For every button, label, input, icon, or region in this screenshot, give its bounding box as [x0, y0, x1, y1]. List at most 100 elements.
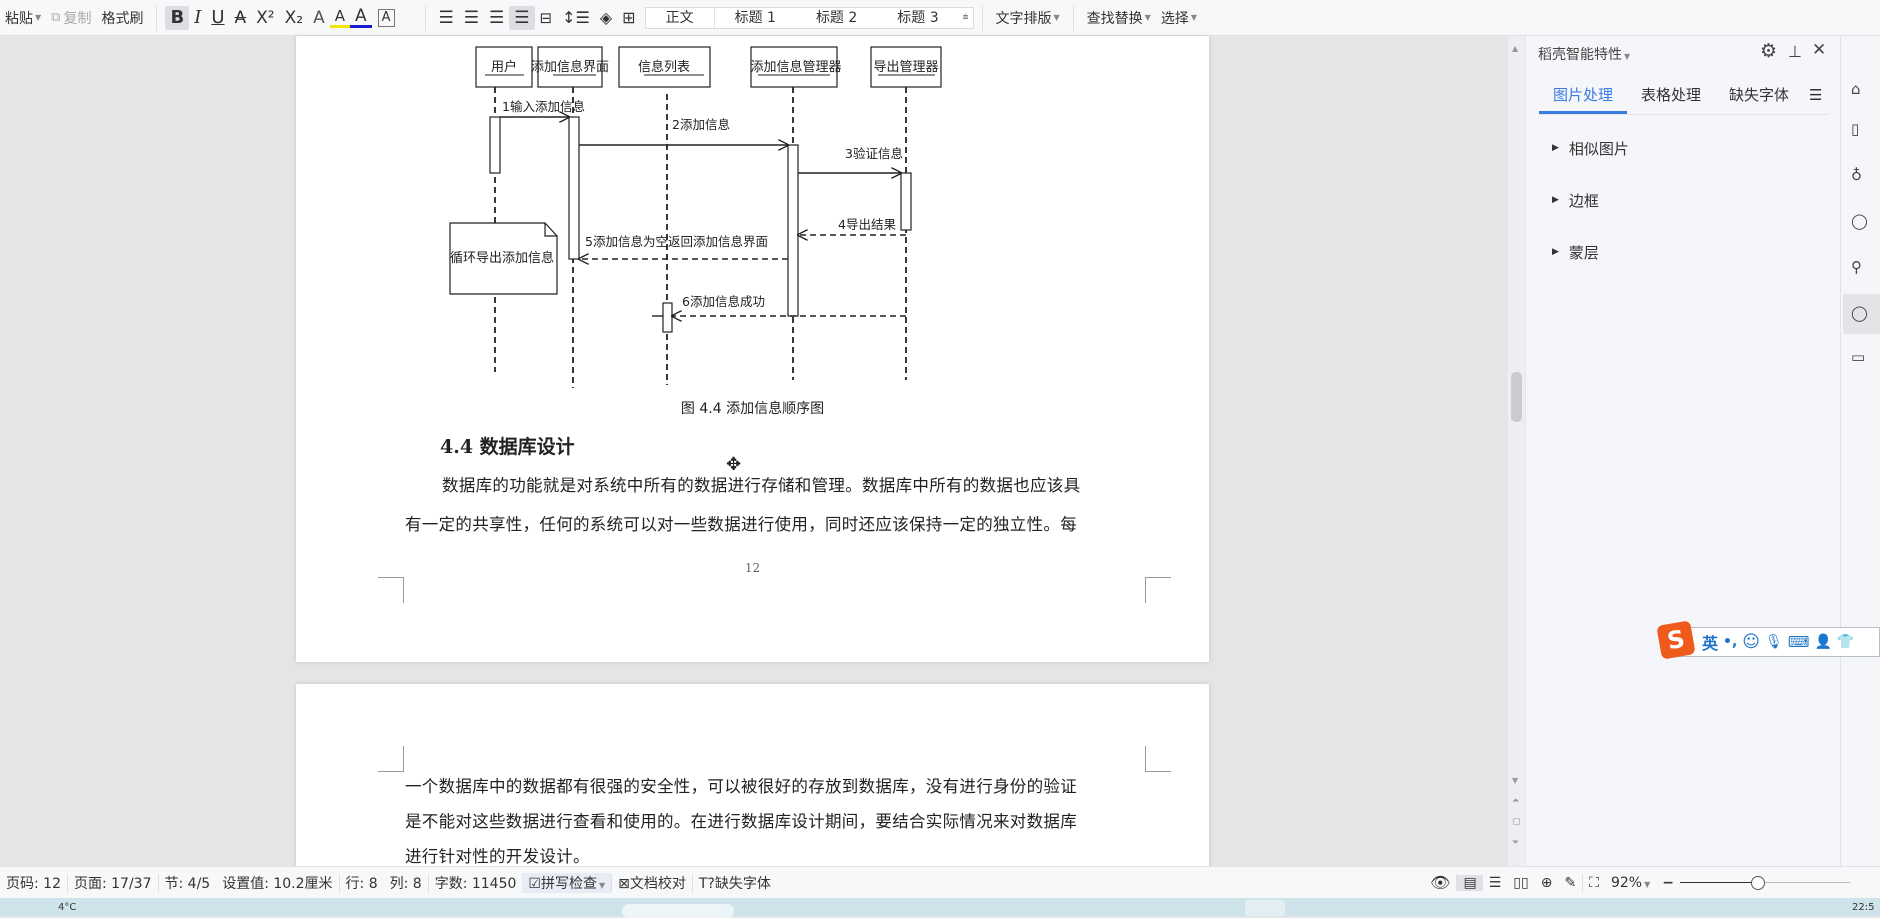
setting-value[interactable]: 设置值: 10.2厘米 [222, 875, 333, 892]
subscript-button[interactable]: X₂ [284, 7, 304, 28]
pin-icon[interactable]: ⊥ [1788, 42, 1802, 61]
paste-label: 粘贴 [5, 10, 33, 27]
shading-icon[interactable]: ◈ [599, 8, 613, 27]
spell-check-button[interactable]: ☑拼写检查▼ [522, 872, 612, 893]
scrollbar-thumb[interactable] [1511, 372, 1522, 422]
write-mode-icon[interactable]: ✎ [1564, 874, 1577, 891]
scroll-down-icon[interactable]: ▼ [1512, 776, 1519, 785]
zoom-dropdown[interactable]: 92%▼ [1605, 875, 1656, 891]
side-tool-icon-active[interactable]: ◯ [1843, 294, 1880, 334]
underline-button[interactable]: U [211, 7, 225, 28]
missing-font-button[interactable]: T?缺失字体 [693, 873, 777, 893]
skin-icon[interactable]: 👕 [1836, 634, 1855, 650]
ime-toolbar[interactable]: S 英 •, ☺ 🎙 ⌨ 👤 👕 [1656, 620, 1880, 660]
panel-title-dropdown[interactable]: 稻壳智能特性▼ [1538, 44, 1630, 64]
web-view-icon[interactable]: ⊕ [1540, 874, 1553, 891]
style-normal[interactable]: 正文 [645, 7, 715, 28]
line-spacing-icon[interactable]: ↕☰ [562, 8, 590, 27]
text-effect-button[interactable]: A [313, 7, 325, 28]
ime-punctuation[interactable]: •, [1723, 634, 1738, 650]
word-count[interactable]: 字数: 11450 [434, 875, 517, 892]
italic-button[interactable]: I [194, 7, 202, 28]
activation-list [662, 302, 673, 333]
sequence-diagram[interactable]: 用户 添加信息界面 信息列表 添加信息管理器 导出管理器 1输入添加信息 2添加… [0, 0, 1209, 420]
style-heading-2[interactable]: 标题 2 [815, 9, 858, 26]
previous-page-icon[interactable]: ⏶ [1512, 796, 1520, 806]
next-page-icon[interactable]: ⏷ [1512, 838, 1520, 848]
outline-view-icon[interactable]: ☰ [1488, 874, 1502, 891]
side-tool-icon[interactable]: ▭ [1851, 348, 1866, 366]
side-tool-icon[interactable]: ⌂ [1851, 80, 1861, 98]
weather-text[interactable]: 4°C [58, 902, 77, 913]
taskbar-search[interactable] [622, 904, 734, 918]
copy-button[interactable]: ⧉复制 [46, 6, 96, 30]
clock[interactable]: 22:5 [1852, 902, 1875, 913]
tab-image-processing[interactable]: 图片处理 [1539, 80, 1628, 114]
highlight-button[interactable]: A [329, 7, 350, 28]
page-view-icon[interactable]: ▤ [1457, 874, 1483, 891]
activation-export [900, 172, 912, 231]
doc-proofread-button[interactable]: ⊠文档校对 [612, 873, 692, 893]
chevron-down-icon: ▼ [1190, 13, 1197, 22]
close-icon[interactable]: ✕ [1812, 40, 1827, 60]
paragraph-line[interactable]: 进行针对性的开发设计。 [405, 847, 590, 866]
side-tool-icon[interactable]: ▯ [1851, 120, 1860, 138]
lifeline-box-export [870, 46, 942, 88]
select-button[interactable]: 选择▼ [1156, 6, 1202, 30]
expand-triangle-icon: ▶ [1552, 247, 1559, 257]
side-tool-icon[interactable]: ◯ [1851, 212, 1868, 230]
paragraph-line[interactable]: 数据库的功能就是对系统中所有的数据进行存储和管理。数据库中所有的数据也应该具 [442, 476, 1081, 495]
find-replace-button[interactable]: 查找替换▼ [1082, 6, 1156, 30]
justify-icon[interactable]: ☰ [509, 5, 535, 30]
expand-borders[interactable]: ▶边框 [1526, 174, 1826, 226]
style-heading-3[interactable]: 标题 3 [897, 9, 939, 26]
zoom-slider[interactable] [1680, 875, 1850, 891]
side-tool-icon[interactable]: ♁ [1851, 166, 1862, 184]
lifeline-label: 用户 [491, 59, 517, 75]
strikethrough-button[interactable]: A [234, 7, 247, 28]
emoji-icon[interactable]: ☺ [1742, 632, 1761, 652]
tab-table-processing[interactable]: 表格处理 [1641, 86, 1702, 104]
figure-caption: 图 4.4 添加信息顺序图 [680, 401, 825, 417]
paragraph-line[interactable]: 一个数据库中的数据都有很强的安全性，可以被很好的存放到数据库，没有进行身份的验证 [405, 777, 1077, 796]
taskbar-app-icon[interactable] [1245, 900, 1285, 916]
align-left-icon[interactable]: ☰ [438, 7, 454, 28]
paragraph-line[interactable]: 有一定的共享性，任何的系统可以对一些数据进行使用，同时还应该保持一定的独立性。每 [405, 515, 1077, 534]
side-tool-icon[interactable]: ⚲ [1851, 258, 1862, 276]
paragraph-line[interactable]: 是不能对这些数据进行查看和使用的。在进行数据库设计期间，要结合实际情况来对数据库 [405, 812, 1077, 831]
style-heading-1[interactable]: 标题 1 [734, 9, 776, 26]
font-color-button[interactable]: A [349, 6, 372, 28]
text-layout-button[interactable]: 文字排版▼ [991, 6, 1065, 30]
page-count[interactable]: 页面: 17/37 [73, 875, 152, 892]
borders-icon[interactable]: ⊞ [622, 8, 636, 27]
align-center-icon[interactable]: ☰ [463, 7, 480, 28]
format-painter-button[interactable]: 格式刷 [101, 10, 144, 27]
ime-language[interactable]: 英 [1702, 634, 1719, 653]
align-right-icon[interactable]: ☰ [489, 7, 505, 28]
more-menu-icon[interactable]: ☰ [1809, 86, 1823, 104]
section[interactable]: 节: 4/5 [164, 875, 211, 892]
fit-page-icon[interactable]: ⛶ [1589, 874, 1599, 891]
expand-similar-images[interactable]: ▶相似图片 [1526, 122, 1826, 174]
settings-icon[interactable]: ⚙ [1760, 40, 1778, 62]
distributed-align-icon[interactable]: ⊟ [539, 8, 553, 27]
vertical-scrollbar[interactable]: ▲ ▼ ⏶ ▢ ⏷ [1508, 36, 1525, 866]
expand-mask[interactable]: ▶蒙层 [1526, 226, 1826, 278]
scroll-up-icon[interactable]: ▲ [1512, 44, 1519, 53]
tab-missing-fonts[interactable]: 缺失字体 [1729, 86, 1790, 104]
eye-protection-icon[interactable]: 👁 [1430, 873, 1451, 892]
chevron-down-icon: ▼ [598, 880, 606, 890]
char-border-button[interactable]: A [377, 8, 395, 27]
paste-button[interactable]: 粘贴▼ [0, 6, 46, 30]
superscript-button[interactable]: X² [256, 7, 275, 28]
user-icon[interactable]: 👤 [1814, 634, 1832, 650]
select-browse-object-icon[interactable]: ▢ [1512, 817, 1521, 827]
zoom-out-button[interactable]: − [1662, 874, 1674, 891]
style-more-icon[interactable]: ⩧ [962, 11, 969, 23]
bold-button[interactable]: B [165, 5, 190, 30]
microphone-icon[interactable]: 🎙 [1765, 634, 1783, 650]
zoom-slider-thumb[interactable] [1751, 875, 1766, 890]
keyboard-icon[interactable]: ⌨ [1787, 633, 1810, 651]
page-code[interactable]: 页码: 12 [6, 875, 61, 892]
reading-view-icon[interactable]: ▯▯ [1513, 874, 1529, 891]
